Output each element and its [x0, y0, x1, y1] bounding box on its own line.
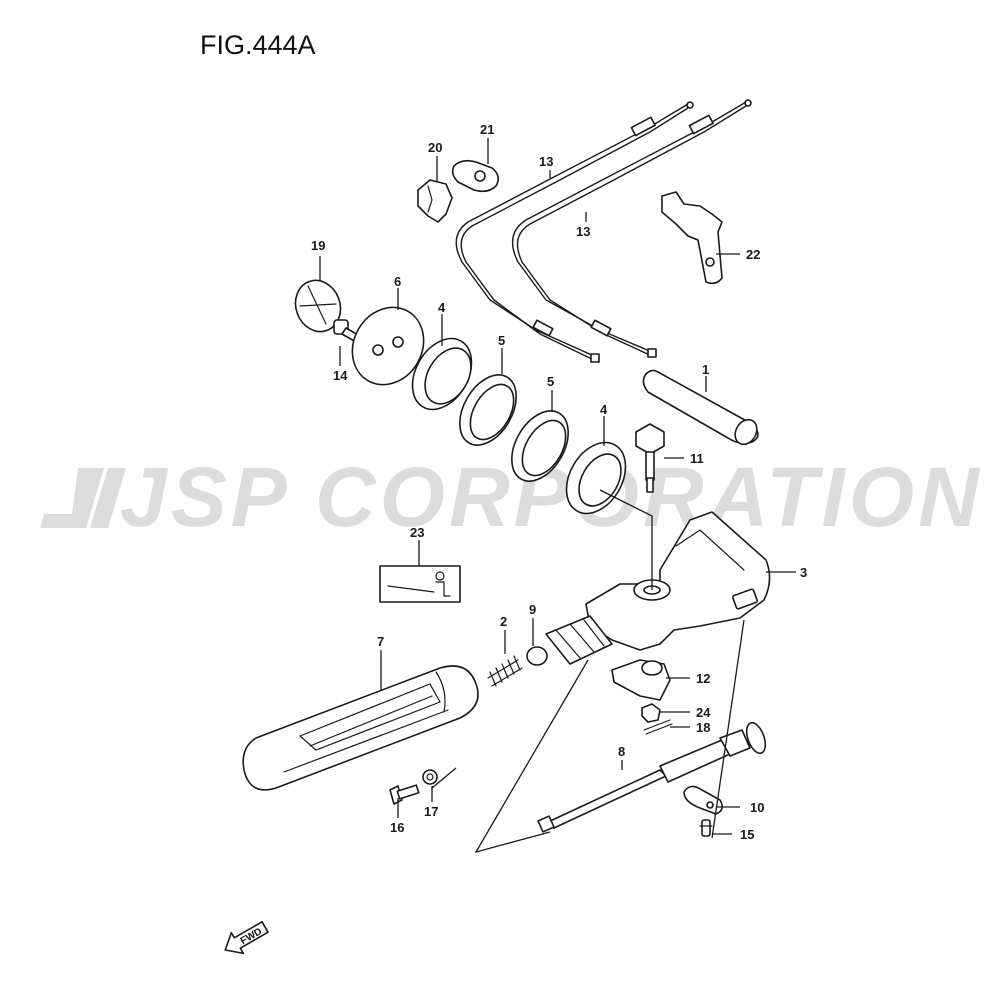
callouts: 1 2 3 4 4 5 5 6 7 8 9 10 11 12 13 13 14 … — [311, 122, 807, 842]
callout-11: 11 — [690, 451, 704, 466]
callout-5-lower: 5 — [547, 374, 554, 389]
callout-4-lower: 4 — [600, 402, 608, 417]
part-3-housing — [585, 511, 771, 651]
part-5-washer-2 — [511, 410, 569, 482]
callout-7: 7 — [377, 634, 384, 649]
part-21-plate — [451, 159, 500, 193]
callout-20: 20 — [428, 140, 442, 155]
callout-4-upper: 4 — [438, 300, 446, 315]
callout-6: 6 — [394, 274, 401, 289]
callout-12: 12 — [696, 671, 710, 686]
callout-23: 23 — [410, 525, 424, 540]
part-22-bracket — [661, 191, 723, 285]
callout-8: 8 — [618, 744, 625, 759]
callout-15: 15 — [740, 827, 754, 842]
callout-10: 10 — [750, 800, 764, 815]
part-16-bolt — [389, 784, 420, 805]
callout-1: 1 — [702, 362, 709, 377]
part-11-knob — [635, 423, 665, 493]
part-6-plate — [351, 306, 425, 386]
part-12-clamp — [611, 659, 671, 701]
part-7-grip — [242, 665, 479, 791]
callout-24: 24 — [696, 705, 711, 720]
callout-13-upper: 13 — [539, 154, 553, 169]
leader-lines — [319, 138, 796, 835]
callout-22: 22 — [746, 247, 760, 262]
part-20-clip — [417, 179, 453, 223]
part-19-cap — [294, 279, 342, 333]
fwd-label: FWD — [239, 926, 264, 947]
part-18-pin — [643, 719, 673, 735]
part-5-washer — [459, 374, 517, 446]
part-17-washer — [422, 769, 438, 785]
callout-16: 16 — [390, 820, 404, 835]
callout-2: 2 — [500, 614, 507, 629]
callout-21: 21 — [480, 122, 494, 137]
callout-3: 3 — [800, 565, 807, 580]
figure-title: FIG.444A — [200, 30, 316, 60]
part-4-bushing — [411, 337, 473, 411]
part-1-tube — [642, 369, 759, 446]
part-24-nut — [641, 703, 661, 723]
callout-13-lower: 13 — [576, 224, 590, 239]
callout-5-upper: 5 — [498, 333, 505, 348]
part-2-spring — [487, 655, 523, 687]
fwd-arrow-icon — [224, 921, 269, 955]
part-8-shaft — [537, 721, 767, 833]
part-23-label — [379, 565, 461, 603]
callout-19: 19 — [311, 238, 325, 253]
part-10-plate — [683, 785, 724, 815]
part-15-screw — [699, 819, 713, 837]
fwd-arrow: FWD — [224, 921, 269, 955]
callout-17: 17 — [424, 804, 438, 819]
callout-9: 9 — [529, 602, 536, 617]
assembly-lines — [474, 489, 745, 854]
part-13-cables — [455, 99, 752, 363]
part-9-collar — [526, 615, 613, 666]
callout-18: 18 — [696, 720, 710, 735]
callout-14: 14 — [333, 368, 348, 383]
